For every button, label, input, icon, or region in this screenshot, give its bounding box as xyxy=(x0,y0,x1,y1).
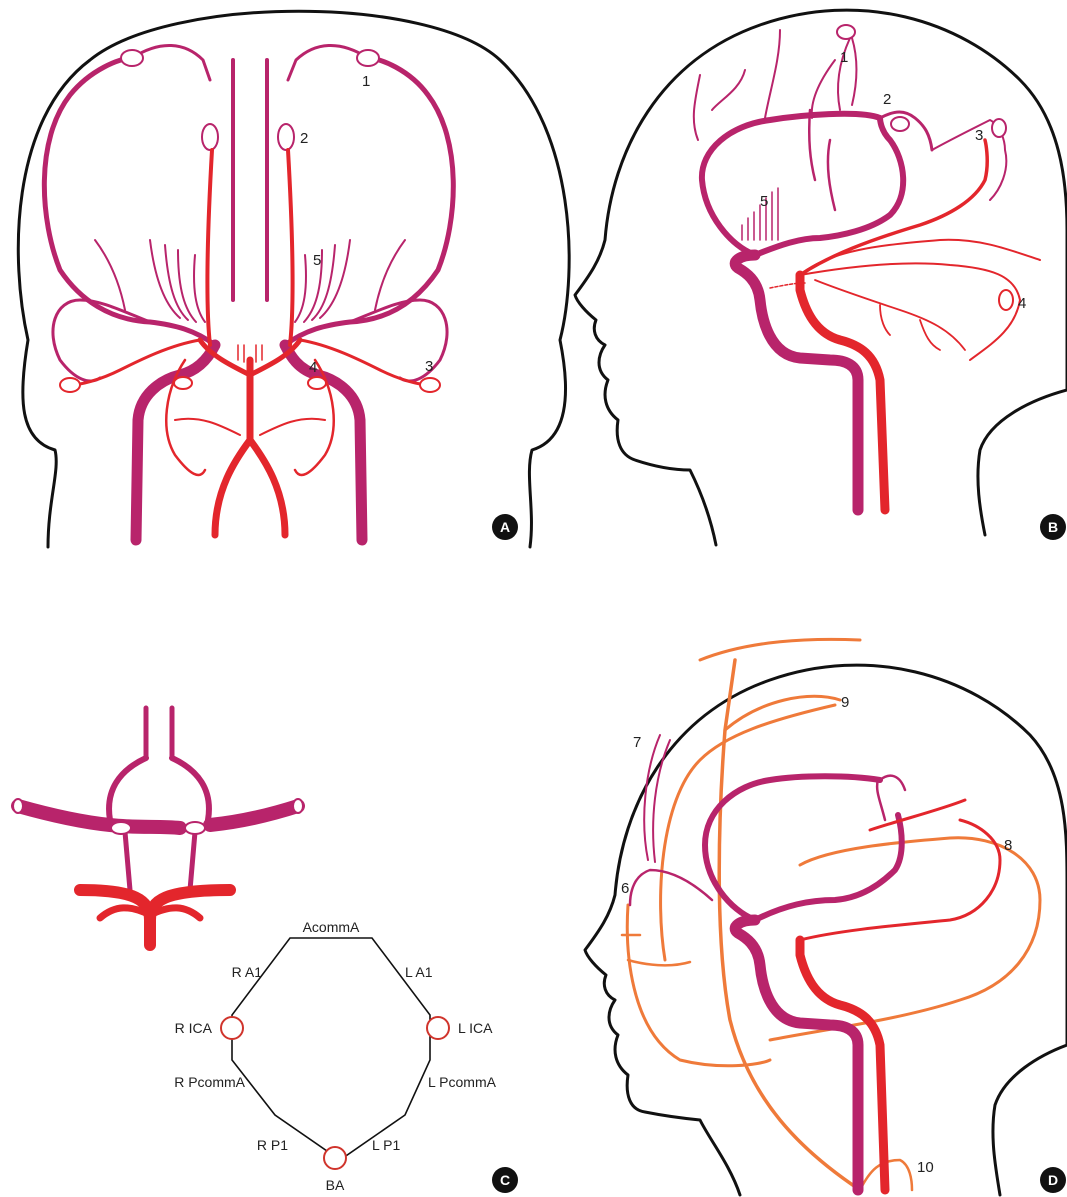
panel-a-label-5: 5 xyxy=(313,252,321,269)
svg-text:D: D xyxy=(1048,1172,1058,1188)
r-ica-label: R ICA xyxy=(175,1020,213,1036)
panel-d: 7 9 8 6 10 D xyxy=(585,639,1067,1195)
svg-text:B: B xyxy=(1048,519,1058,535)
panel-b-label-2: 2 xyxy=(883,91,891,108)
acomma-label: AcommA xyxy=(303,919,360,935)
vertebrobasilar-system-lateral xyxy=(770,140,1040,510)
circle-of-willis-3d xyxy=(13,708,303,945)
head-outline-lateral xyxy=(575,10,1067,545)
panel-a-label-4: 4 xyxy=(309,359,317,376)
panel-d-label-10: 10 xyxy=(917,1159,934,1176)
panel-d-badge: D xyxy=(1040,1167,1066,1193)
circle-of-willis-schematic: AcommA R A1 L A1 R ICA L ICA R PcommA L … xyxy=(174,919,496,1193)
panel-a-label-2: 2 xyxy=(300,130,308,147)
svg-text:C: C xyxy=(500,1172,510,1188)
panel-b-badge: B xyxy=(1040,514,1066,540)
panel-a-label-1: 1 xyxy=(362,73,370,90)
panel-a-label-3: 3 xyxy=(425,358,433,375)
panel-b-label-5: 5 xyxy=(760,193,768,210)
panel-a-badge: A xyxy=(492,514,518,540)
panel-a: 1 2 5 4 3 A xyxy=(18,11,569,547)
l-ica-label: L ICA xyxy=(458,1020,493,1036)
panel-c-badge: C xyxy=(492,1167,518,1193)
l-p1-label: L P1 xyxy=(372,1137,400,1153)
carotid-system-frontal xyxy=(44,45,453,540)
panel-d-label-9: 9 xyxy=(841,694,849,711)
carotid-system-d xyxy=(630,735,905,1190)
r-a1-label: R A1 xyxy=(232,964,263,980)
vertebrobasilar-system-frontal xyxy=(60,150,440,535)
r-p1-label: R P1 xyxy=(257,1137,288,1153)
panel-b-label-3: 3 xyxy=(975,127,983,144)
r-pcomma-label: R PcommA xyxy=(174,1074,245,1090)
panel-d-label-8: 8 xyxy=(1004,837,1012,854)
panel-b-label-1: 1 xyxy=(840,49,848,66)
panel-b-label-4: 4 xyxy=(1018,295,1026,312)
panel-b: 1 2 3 5 4 B xyxy=(575,10,1067,545)
ba-label: BA xyxy=(326,1177,345,1193)
panel-c: AcommA R A1 L A1 R ICA L ICA R PcommA L … xyxy=(13,708,518,1193)
panel-d-label-6: 6 xyxy=(621,880,629,897)
svg-text:A: A xyxy=(500,519,510,535)
l-pcomma-label: L PcommA xyxy=(428,1074,497,1090)
external-carotid-branches xyxy=(622,639,1040,1190)
l-a1-label: L A1 xyxy=(405,964,433,980)
panel-d-label-7: 7 xyxy=(633,734,641,751)
